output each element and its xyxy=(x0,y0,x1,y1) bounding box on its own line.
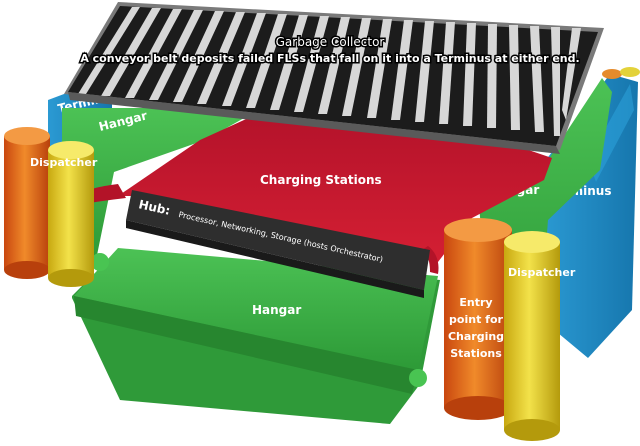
entry-point-label: Entry point for Charging Stations xyxy=(448,296,504,360)
hangar-upper-left: Hangar xyxy=(62,108,262,260)
dispatcher-left-label: Dispatcher xyxy=(30,156,98,169)
garbage-collector-stripes xyxy=(78,7,581,136)
dispatcher-left: Dispatcher xyxy=(4,127,98,287)
garbage-collector-title: Garbage Collector xyxy=(276,35,385,49)
terminus-right-cylinders xyxy=(602,67,640,79)
entry-point-line4: Stations xyxy=(450,347,502,360)
hangar-bottom-label: Hangar xyxy=(252,303,301,317)
garbage-collector-description: A conveyor belt deposits failed FLSs tha… xyxy=(80,52,579,65)
dispatcher-right-label: Dispatcher xyxy=(508,266,576,279)
entry-point-line3: Charging xyxy=(448,330,504,343)
hub: Hub: Processor, Networking, Storage (hos… xyxy=(126,190,430,298)
hub-title: Hub: xyxy=(137,197,171,218)
charging-stations-label: Charging Stations xyxy=(260,173,382,187)
entry-point-line1: Entry xyxy=(459,296,492,309)
entry-point-line2: point for xyxy=(449,313,503,326)
dispatcher-right: Dispatcher Entry point for Charging Stat… xyxy=(444,218,576,441)
garbage-collector: Garbage Collector A conveyor belt deposi… xyxy=(64,2,604,154)
